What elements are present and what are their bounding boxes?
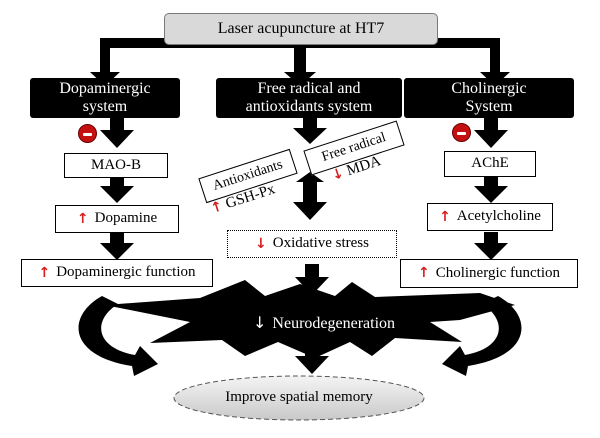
top-box: Laser acupuncture at HT7 [164,13,438,45]
free-radical-header: Free radical and antioxidants system [216,78,402,118]
free-radical-header-line2: antioxidants system [245,98,373,115]
dopaminergic-header-line1: Dopaminergic [59,79,151,97]
down-arrow-icon: ↓ [255,235,267,252]
dopamine-box: ↑ Dopamine [55,205,179,233]
cholinergic-header-line1: Cholinergic [451,79,527,97]
acetylcholine-label: Acetylcholine [456,208,541,225]
up-arrow-icon: ↑ [38,264,51,281]
neurodegeneration-text: Neurodegeneration [272,315,396,332]
middle-arrows [293,116,329,374]
dopaminergic-header: Dopaminergic system [30,78,180,118]
dopamine-label: Dopamine [94,210,158,227]
dopaminergic-function-label: Dopaminergic function [56,264,196,281]
oxidative-stress-box: ↓ Oxidative stress [227,230,397,258]
mao-b-box: MAO-B [64,153,168,178]
top-box-label: Laser acupuncture at HT7 [217,19,385,37]
dopaminergic-header-line2: system [82,98,128,115]
cholinergic-header-line2: System [465,98,513,115]
acetylcholine-box: ↑ Acetylcholine [427,203,553,231]
up-arrow-icon: ↑ [417,265,430,282]
ache-label: AChE [471,155,509,172]
up-arrow-icon: ↑ [439,208,451,225]
curved-arrows [78,296,522,376]
outcome-box: Improve spatial memory [174,384,424,412]
dopaminergic-function-box: ↑ Dopaminergic function [21,259,213,287]
oxidative-stress-label: Oxidative stress [272,235,369,252]
ache-box: AChE [444,151,536,177]
up-arrow-icon: ↑ [76,210,89,227]
cholinergic-function-label: Cholinergic function [435,264,561,281]
cholinergic-function-box: ↑ Cholinergic function [400,259,578,288]
down-arrow-icon: ↓ [253,313,267,332]
free-radical-header-line1: Free radical and [257,79,361,97]
inhibit-icon-left [78,124,97,143]
cholinergic-header: Cholinergic System [404,78,574,118]
mao-b-label: MAO-B [90,156,141,173]
neurodegeneration-burst [105,280,515,358]
inhibit-icon-right [452,123,471,142]
left-arrows [100,114,134,260]
outcome-label: Improve spatial memory [225,389,373,406]
outcome-ellipse [173,375,425,421]
right-arrows [474,114,508,260]
neurodegeneration-label: ↓ Neurodegeneration [253,313,395,333]
